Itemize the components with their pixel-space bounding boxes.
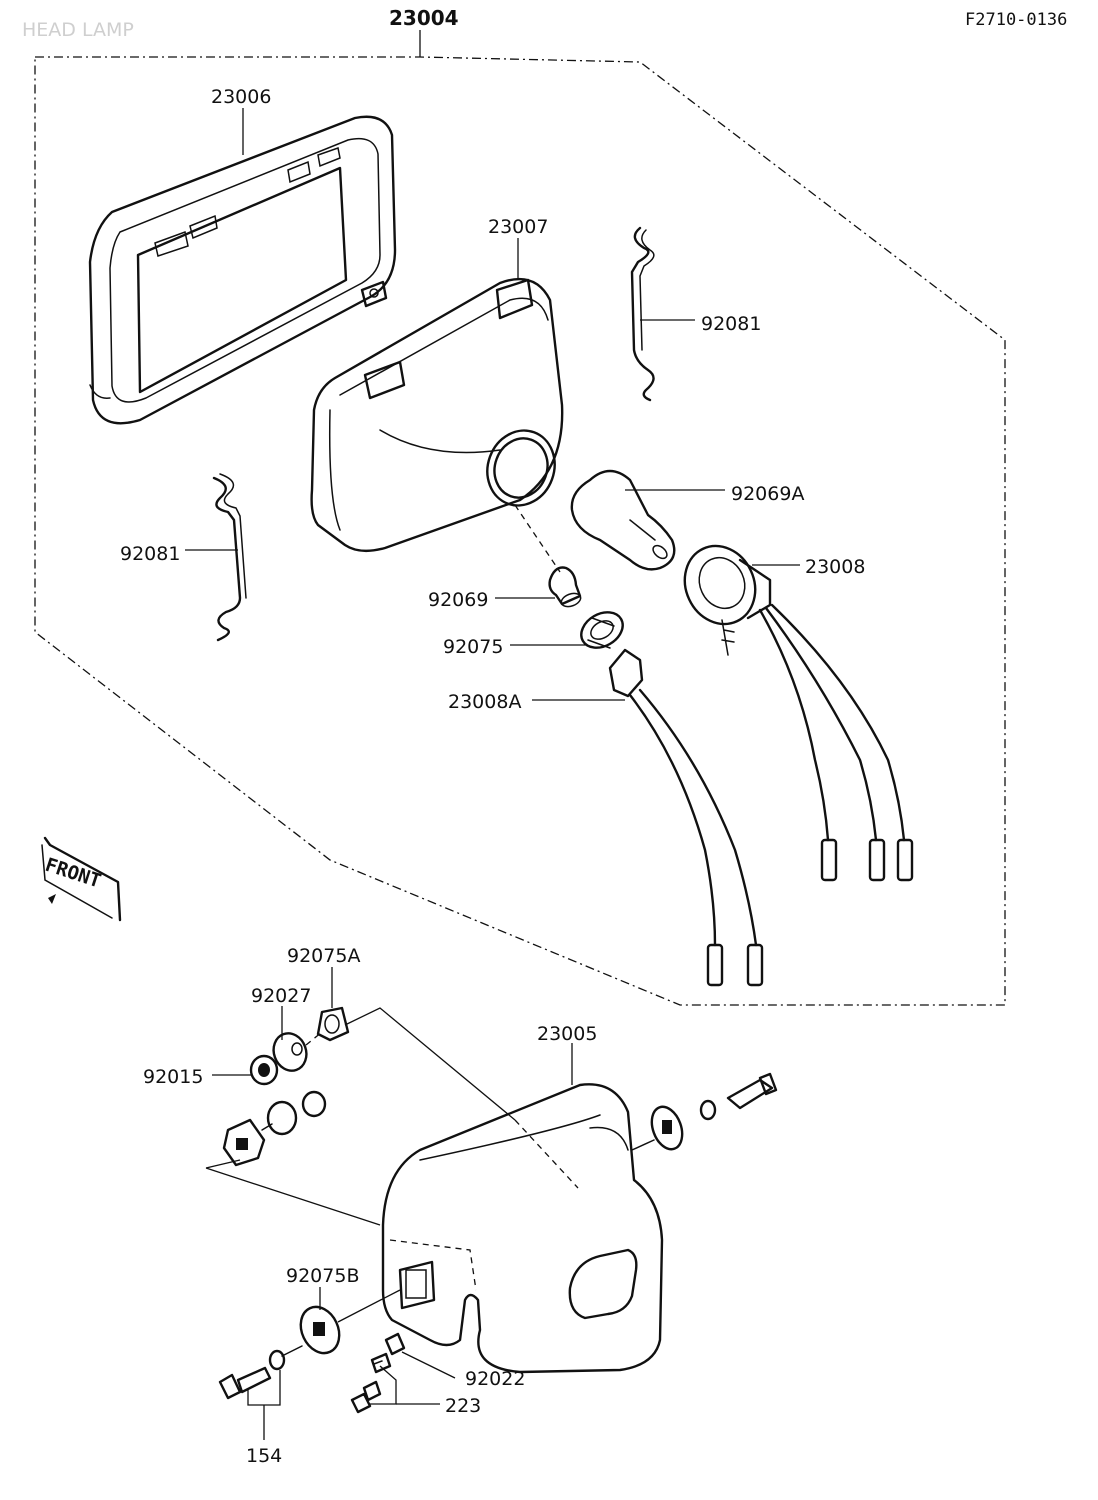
screw-92022 [370, 1332, 406, 1374]
part-number-label: 23008 [805, 556, 865, 578]
part-number-label: 92015 [143, 1066, 203, 1088]
headlamp-rim-23006 [88, 115, 397, 425]
part-number-label: 92081 [120, 543, 180, 565]
bolt-and-washer-154 [218, 1345, 303, 1400]
mount-grommet-92075B [299, 1289, 401, 1355]
position-bulb-92069 [548, 566, 582, 608]
part-number-label: 154 [246, 1445, 282, 1467]
part-number-label: 92069A [731, 483, 804, 505]
washer-92027 [272, 1032, 308, 1072]
position-socket-23008A [608, 648, 764, 987]
bulb-socket-23008 [683, 544, 772, 656]
front-label: FRONT [42, 854, 103, 893]
part-number-label: 92081 [701, 313, 761, 335]
part-number-label: 23004 [389, 6, 459, 30]
diagram-code: F2710-0136 [965, 10, 1067, 30]
nut-92015 [249, 1054, 279, 1086]
part-number-label: 92027 [251, 985, 311, 1007]
part-number-label: 223 [445, 1395, 481, 1417]
wire-clip-92081-right [630, 226, 655, 402]
right-mount-hardware [631, 1072, 778, 1151]
part-number-label: 23008A [448, 691, 521, 713]
wire-clip-92081-left [212, 473, 247, 642]
part-number-label: 92075A [287, 945, 360, 967]
part-number-label: 23007 [488, 216, 548, 238]
diagram-title: HEAD LAMP [22, 19, 134, 41]
mount-grommet-92075A [316, 1006, 350, 1042]
headlamp-unit-23007 [310, 277, 564, 553]
socket-wiring-23008 [758, 603, 914, 882]
front-direction-marker: FRONT [41, 836, 122, 922]
screw-223 [350, 1380, 382, 1414]
left-mount-hardware [222, 1090, 327, 1167]
part-number-label: 92075 [443, 636, 503, 658]
headlight-bulb-92069A [570, 469, 676, 571]
part-number-label: 92075B [286, 1265, 359, 1287]
part-number-label: 23006 [211, 86, 271, 108]
part-number-label: 92022 [465, 1368, 525, 1390]
assembly-boundary-23004 [34, 30, 1006, 1006]
part-number-label: 23005 [537, 1023, 597, 1045]
part-number-label: 92069 [428, 589, 488, 611]
socket-grommet-92075 [580, 611, 624, 649]
headlamp-housing-23005 [381, 1083, 664, 1374]
